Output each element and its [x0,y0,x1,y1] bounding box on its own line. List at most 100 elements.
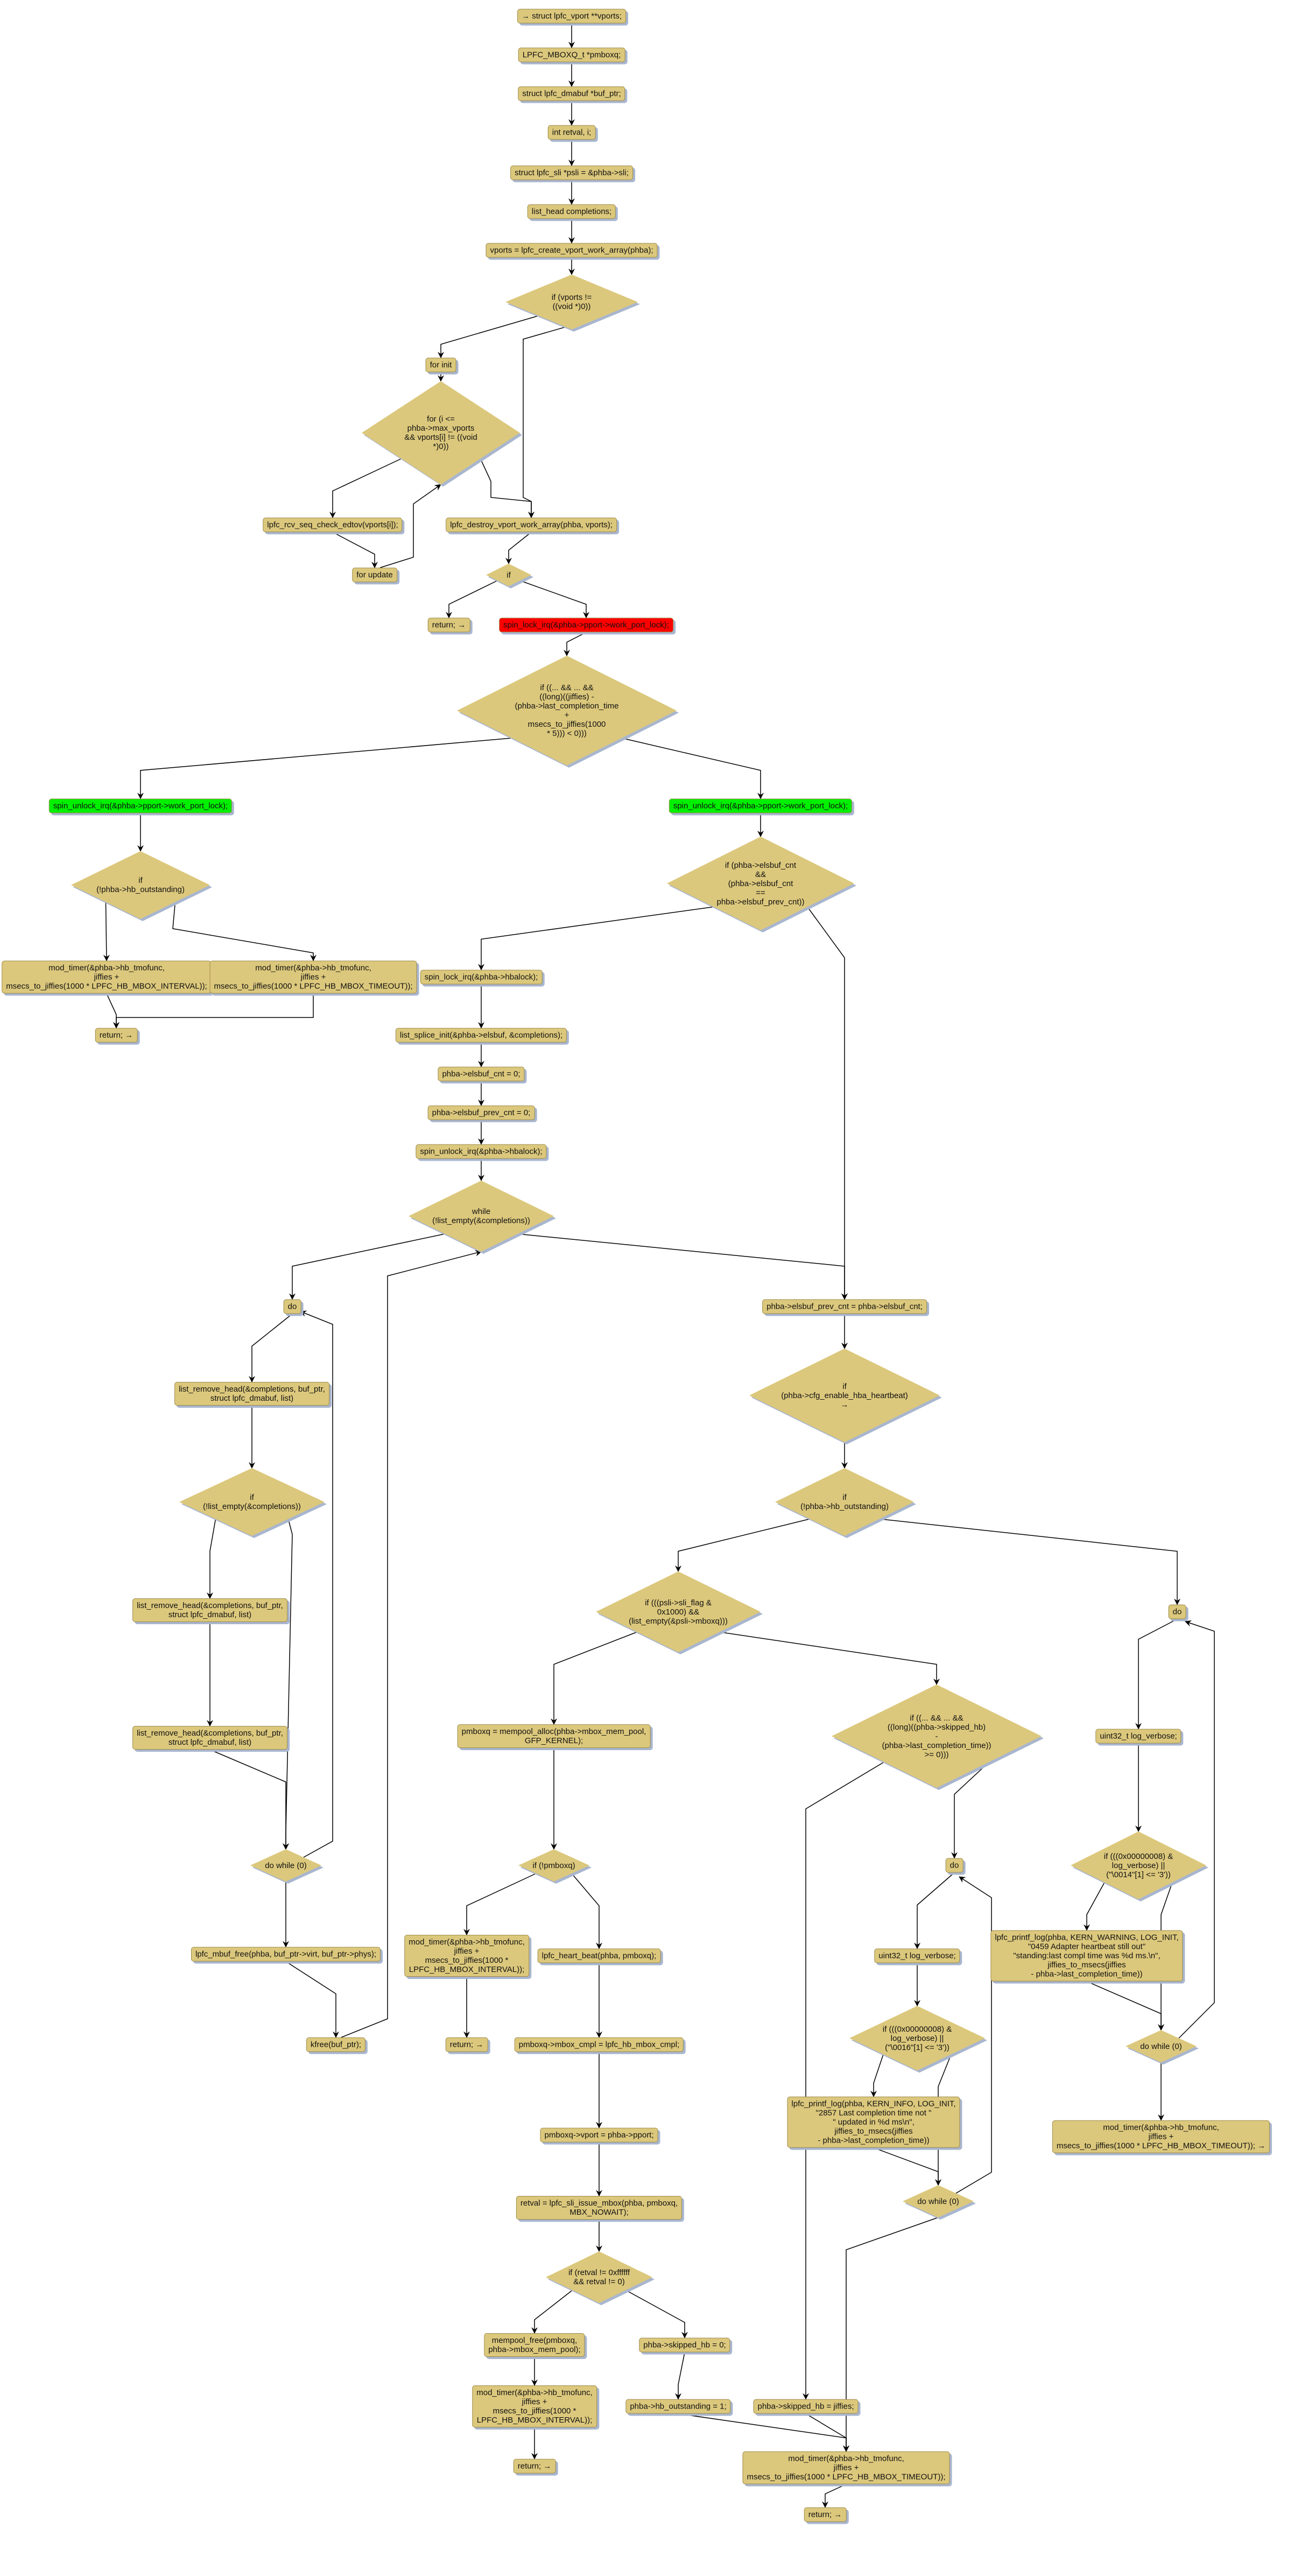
decision-diamond-shape [832,1684,1044,1790]
statement-node[interactable]: mod_timer(&phba->hb_tmofunc, jiffies + m… [742,2451,950,2484]
flow-edge [438,315,539,359]
return-node[interactable]: return; → [95,1028,138,1043]
decision-diamond-shape [71,851,212,921]
unlock-node[interactable]: spin_unlock_irq(&phba->pport->work_port_… [48,798,233,813]
statement-node[interactable]: list_remove_head(&completions, buf_ptr, … [132,1598,287,1622]
statement-node[interactable]: retval = lpfc_sli_issue_mbox(phba, pmbox… [516,2196,683,2220]
flow-edge [329,458,402,518]
statement-node[interactable]: uint32_t log_verbose; [1095,1729,1182,1744]
decision-node[interactable]: if ((... && ... && ((long)((phba->skippe… [832,1684,1044,1790]
return-node[interactable]: return; → [445,2037,488,2052]
statement-node[interactable]: lpfc_mbuf_free(phba, buf_ptr->virt, buf_… [191,1947,381,1962]
decision-node[interactable]: if (((0x00000008) & log_verbose) || ("\0… [849,2006,987,2073]
decision-node[interactable]: if (phba->elsbuf_cnt && (phba->elsbuf_cn… [667,837,856,932]
flow-edge [113,993,314,1029]
statement-node[interactable]: struct lpfc_dmabuf *buf_ptr; [518,86,625,101]
statement-node[interactable]: pmboxq->mbox_cmpl = lpfc_hb_mbox_cmpl; [514,2037,684,2052]
decision-label: if (!phba->hb_outstanding) [96,876,185,894]
decision-node[interactable]: do while (0) [1126,2030,1199,2065]
statement-node[interactable]: do [283,1299,301,1314]
flow-edge [879,1518,1180,1605]
return-node[interactable]: return; → [804,2507,847,2522]
decision-node[interactable]: while (!list_empty(&completions)) [409,1181,556,1254]
flow-edge [106,993,119,1029]
flow-edge [289,1233,445,1300]
statement-node[interactable]: mod_timer(&phba->hb_tmofunc, jiffies + m… [209,960,417,994]
statement-node[interactable]: pmboxq = mempool_alloc(phba->mbox_mem_po… [457,1724,651,1748]
statement-node[interactable]: struct lpfc_sli *psli = &phba->sli; [510,165,633,180]
statement-node[interactable]: for init [425,357,456,373]
statement-node[interactable]: lpfc_printf_log(phba, KERN_WARNING, LOG_… [990,1930,1183,1982]
statement-node[interactable]: lpfc_printf_log(phba, KERN_INFO, LOG_INI… [787,2096,960,2148]
flow-edge [870,2054,884,2097]
statement-node[interactable]: list_splice_init(&phba->elsbuf, &complet… [395,1028,567,1043]
flow-edge [625,2290,688,2339]
flow-edge [505,531,532,564]
statement-node[interactable]: → struct lpfc_vport **vports; [517,9,626,24]
statement-node[interactable]: lpfc_destroy_vport_work_array(phba, vpor… [446,517,617,532]
statement-node[interactable]: mempool_free(pmboxq, phba->mbox_mem_pool… [484,2333,585,2357]
statement-node[interactable]: do [945,1858,964,1873]
flow-edge [446,580,498,619]
statement-node[interactable]: uint32_t log_verbose; [874,1948,960,1963]
statement-node[interactable]: phba->elsbuf_cnt = 0; [438,1066,525,1082]
statement-node[interactable]: phba->elsbuf_prev_cnt = phba->elsbuf_cnt… [762,1299,927,1314]
flow-edge [332,531,378,568]
decision-diamond-shape [409,1181,556,1254]
statement-node[interactable]: pmboxq->vport = phba->pport; [540,2128,658,2143]
decision-label: if (!list_empty(&completions)) [203,1493,301,1511]
statement-node[interactable]: list_head completions; [527,204,616,219]
decision-diamond-shape [457,656,679,768]
flow-edge [209,1749,289,1850]
statement-node[interactable]: spin_unlock_irq(&phba->hbalock); [416,1144,547,1159]
decision-node[interactable]: for (i <= phba->max_vports && vports[i] … [362,381,522,487]
flow-edge [1158,1882,1173,2031]
flow-edge [803,1761,884,2400]
flow-edge [172,902,317,961]
decision-node[interactable]: do while (0) [903,2185,976,2220]
decision-node[interactable]: if (phba->cfg_enable_hba_heartbeat) → [749,1349,942,1444]
decision-node[interactable]: if (!phba->hb_outstanding) [71,851,212,921]
statement-node[interactable]: mod_timer(&phba->hb_tmofunc, jiffies + m… [1052,2120,1270,2153]
decision-node[interactable]: if (((0x00000008) & log_verbose) || ("\0… [1071,1831,1208,1901]
statement-node[interactable]: list_remove_head(&completions, buf_ptr, … [132,1726,287,1750]
statement-node[interactable]: lpfc_heart_beat(phba, pmboxq); [537,1948,661,1963]
statement-node[interactable]: phba->skipped_hb = 0; [639,2338,730,2353]
statement-node[interactable]: mod_timer(&phba->hb_tmofunc, jiffies + m… [472,2385,597,2427]
decision-label: if (((0x00000008) & log_verbose) || ("\0… [1103,1851,1173,1879]
flow-edge [478,906,714,971]
statement-node[interactable]: list_remove_head(&completions, buf_ptr, … [174,1382,329,1406]
decision-node[interactable]: if (!phba->hb_outstanding) [775,1468,916,1538]
decision-diamond-shape [749,1349,942,1444]
decision-diamond-shape [903,2185,976,2220]
statement-node[interactable]: kfree(buf_ptr); [306,2037,366,2052]
decision-node[interactable]: if (vports != ((void *)0)) [505,275,640,332]
decision-node[interactable]: if ((... && ... && ((long)((jiffies) - (… [457,656,679,768]
lock-node[interactable]: spin_lock_irq(&phba->pport->work_port_lo… [499,617,673,633]
flow-edge [379,484,441,568]
statement-node[interactable]: for update [352,567,397,582]
decision-diamond-shape [518,1849,592,1884]
decision-node[interactable]: if (retval != 0xffffff && retval != 0) [546,2251,655,2305]
statement-node[interactable]: mod_timer(&phba->hb_tmofunc, jiffies + m… [404,1935,529,1977]
statement-node[interactable]: phba->hb_outstanding = 1; [625,2399,731,2414]
decision-node[interactable]: if (!list_empty(&completions)) [179,1468,327,1538]
statement-node[interactable]: do [1168,1604,1186,1619]
statement-node[interactable]: int retval, i; [547,125,596,140]
unlock-node[interactable]: spin_unlock_irq(&phba->pport->work_port_… [669,798,853,813]
decision-node[interactable]: do while (0) [250,1849,324,1884]
return-node[interactable]: return; → [427,617,470,633]
statement-node[interactable]: lpfc_rcv_seq_check_edtov(vports[i]); [263,517,403,532]
decision-node[interactable]: if (((psli->sli_flag & 0x1000) && (list_… [596,1571,763,1654]
decision-node[interactable]: if (!pmboxq) [518,1849,592,1884]
statement-node[interactable]: phba->elsbuf_prev_cnt = 0; [427,1105,535,1120]
return-node[interactable]: return; → [513,2459,556,2474]
statement-node[interactable]: mod_timer(&phba->hb_tmofunc, jiffies + m… [2,960,212,994]
flow-edge [843,2217,939,2452]
statement-node[interactable]: spin_lock_irq(&phba->hbalock); [420,970,543,985]
decision-node[interactable]: if [486,564,533,588]
statement-node[interactable]: vports = lpfc_create_vport_work_array(ph… [486,243,658,258]
statement-node[interactable]: LPFC_MBOXQ_t *pmboxq; [518,47,625,62]
statement-node[interactable]: phba->skipped_hb = jiffies; [753,2399,859,2414]
